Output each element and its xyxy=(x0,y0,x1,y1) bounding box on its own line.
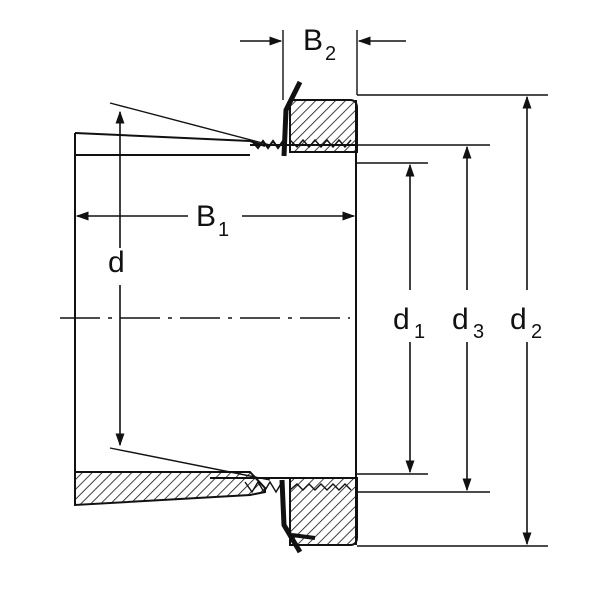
dim-b2: B 2 xyxy=(240,24,406,100)
dim-d3-label: d xyxy=(452,303,469,336)
dim-b2-subscript: 2 xyxy=(325,43,336,65)
dim-d2-subscript: 2 xyxy=(531,321,542,343)
bottom-taper-section xyxy=(74,471,266,507)
dim-b2-label: B xyxy=(303,24,323,57)
dim-d1-label: d xyxy=(393,303,410,336)
top-nut-thread xyxy=(289,138,352,149)
bottom-nut-section xyxy=(289,477,358,546)
top-nut-section xyxy=(289,99,358,153)
bottom-washer-tab xyxy=(291,533,316,540)
dim-d1: d 1 xyxy=(393,163,425,474)
dim-d3: d 3 xyxy=(452,145,484,492)
top-taper-guide xyxy=(109,102,271,146)
taper-guides xyxy=(109,102,271,481)
bottom-nut-thread xyxy=(289,483,352,491)
dim-d2-label: d xyxy=(510,303,527,336)
bottom-thread-zigzag xyxy=(244,480,283,494)
dim-b1-label: B xyxy=(196,200,216,233)
dim-b1-subscript: 1 xyxy=(218,219,229,241)
top-lock-nut xyxy=(281,80,358,157)
extension-lines xyxy=(357,94,548,547)
dim-d3-subscript: 3 xyxy=(473,321,484,343)
top-lock-washer xyxy=(281,80,303,157)
bottom-taper-guide xyxy=(109,447,271,481)
top-taper-line xyxy=(74,132,266,147)
bottom-lock-nut xyxy=(279,477,358,554)
dim-d2: d 2 xyxy=(510,95,542,546)
top-thread-zigzag xyxy=(251,139,284,150)
bottom-lock-washer xyxy=(279,479,303,554)
dim-d: d xyxy=(108,110,125,447)
dim-d1-subscript: 1 xyxy=(414,321,425,343)
dim-d-label: d xyxy=(108,246,125,279)
dim-b1: B 1 xyxy=(75,200,356,241)
top-taper xyxy=(74,132,284,150)
